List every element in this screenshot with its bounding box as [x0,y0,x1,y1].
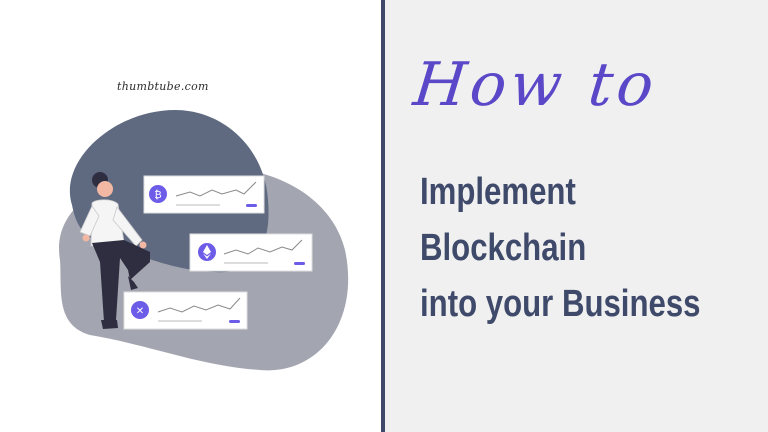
chart-card: ✕ [123,291,248,330]
bitcoin-icon [149,185,167,203]
ripple-icon [131,301,149,319]
blockchain-illustration: ₿ ✕ [59,110,349,371]
title-line: into your Business [420,283,701,325]
person-figure [79,172,150,329]
kicker-heading: How to [410,50,661,120]
title-line: Blockchain [420,227,587,269]
title-panel [385,0,768,432]
svg-text:✕: ✕ [136,306,144,317]
site-watermark: thumbtube.com [117,80,209,93]
svg-text:₿: ₿ [154,189,161,201]
page-title: Implement Blockchain into your Business [420,164,700,332]
vertical-divider [381,0,385,432]
chart-card: ₿ [143,175,265,214]
chart-card [189,233,313,272]
title-line: Implement [420,171,576,213]
